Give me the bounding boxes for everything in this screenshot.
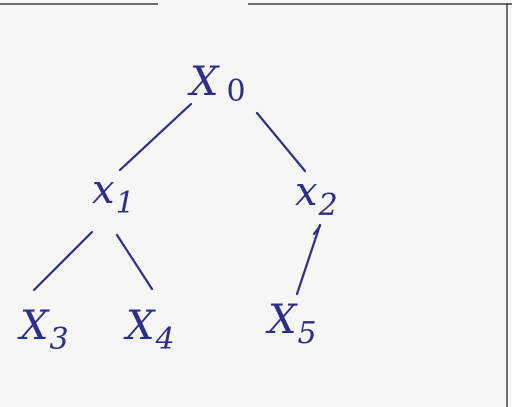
edge-x0-x2 — [255, 111, 307, 173]
node-x0-subscript: 0 — [226, 74, 246, 109]
node-x2: x2 — [295, 169, 338, 221]
node-x4-subscript: 4 — [155, 322, 175, 357]
edge-x2-x5-tick — [312, 224, 322, 236]
node-x3: X3 — [20, 303, 69, 355]
node-x1-subscript: 1 — [115, 186, 135, 221]
node-x2-base: x — [295, 169, 318, 215]
node-x3-subscript: 3 — [49, 322, 69, 357]
node-x4-base: X — [126, 303, 155, 349]
node-x3-base: X — [20, 303, 49, 349]
edge-x1-x3 — [32, 230, 94, 292]
node-x1-base: x — [92, 167, 115, 213]
node-x5: X5 — [268, 297, 317, 349]
node-x5-subscript: 5 — [297, 316, 317, 351]
edge-x1-x4 — [115, 233, 154, 291]
node-x1: x1 — [92, 167, 135, 219]
node-x5-base: X — [268, 297, 297, 343]
edge-x2-x5 — [295, 223, 322, 296]
edge-x0-x1 — [118, 102, 193, 172]
node-x4: X4 — [126, 303, 175, 355]
node-x2-subscript: 2 — [318, 188, 338, 223]
node-x0-base: X — [190, 59, 219, 105]
